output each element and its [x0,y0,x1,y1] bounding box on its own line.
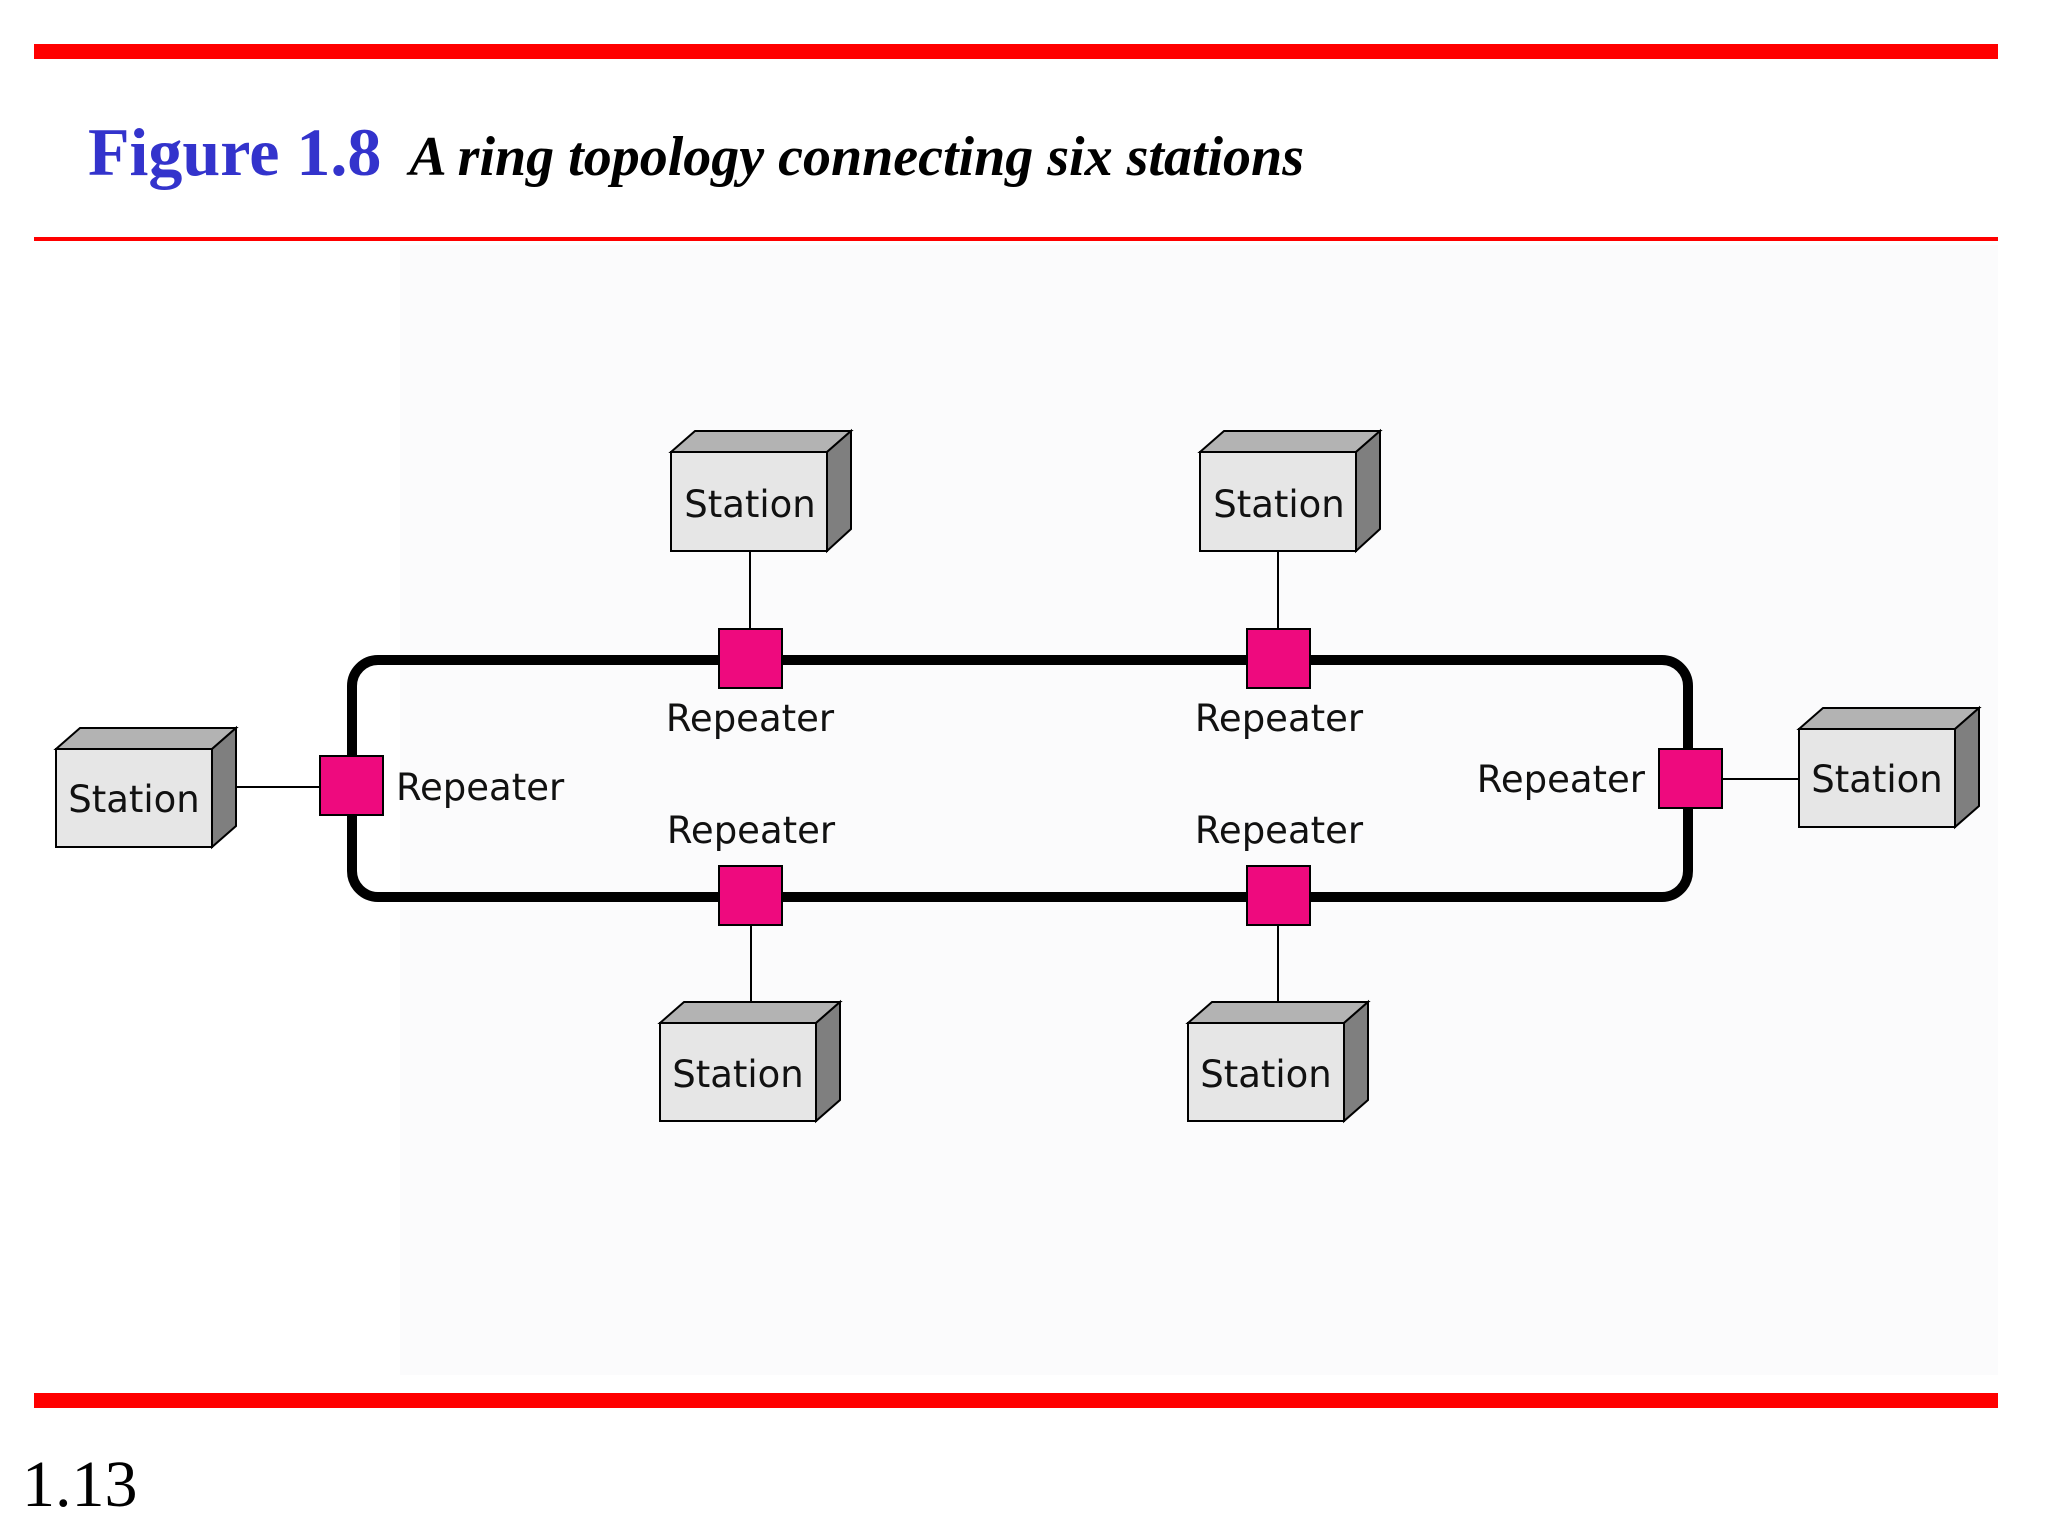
page-number: 1.13 [22,1448,138,1521]
station-label-bottom-left: Station [672,1053,804,1096]
station-label-right: Station [1811,758,1943,801]
diagram-background [400,245,1998,1375]
figure-label: Figure 1.8 [88,114,382,190]
station-label-left: Station [68,778,200,821]
repeater-label-top-right: Repeater [1195,697,1364,740]
repeater-right [1658,748,1723,809]
station-bottom-left: Station [657,999,843,1124]
connector-lines [226,552,1800,1012]
station-label-top-left: Station [684,483,816,526]
station-label-top-right: Station [1213,483,1345,526]
station-left: Station [53,725,239,850]
repeater-label-bottom-right: Repeater [1195,809,1364,852]
repeater-bottom-left [718,865,783,926]
repeater-label-left: Repeater [396,766,565,809]
repeater-top-left [718,628,783,689]
station-top-left: Station [668,428,854,554]
station-label-bottom-right: Station [1200,1053,1332,1096]
repeater-label-right: Repeater [1477,758,1646,801]
station-top-right: Station [1197,428,1383,554]
repeater-label-top-left: Repeater [666,697,835,740]
repeater-bottom-right [1246,865,1311,926]
repeater-label-bottom-left: Repeater [667,809,836,852]
repeater-left [319,755,384,816]
station-right: Station [1796,705,1982,830]
bottom-rule [34,1393,1998,1408]
station-bottom-right: Station [1185,999,1371,1124]
repeater-top-right [1246,628,1311,689]
title-underline-rule [34,237,1998,241]
top-rule [34,44,1998,59]
figure-caption: A ring topology connecting six stations [409,126,1304,188]
